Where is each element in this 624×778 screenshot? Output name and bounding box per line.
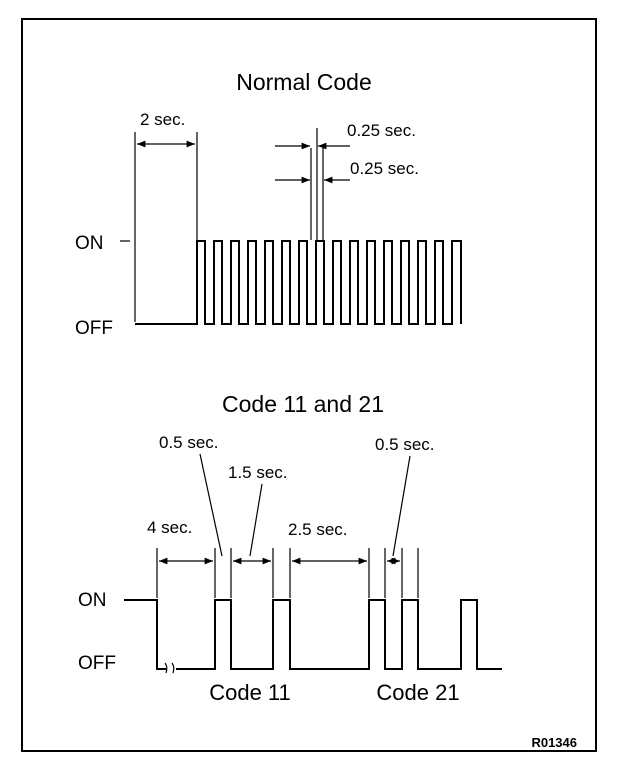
code-15-leader: [249, 483, 263, 557]
normal-code-title: Normal Code: [236, 69, 372, 95]
code-4sec-label: 4 sec.: [147, 518, 192, 537]
normal-code-waveform: [135, 240, 462, 325]
normal-off-duration-label: 0.25 sec.: [350, 159, 419, 178]
code-11-21-title: Code 11 and 21: [222, 391, 384, 417]
code-05b-label: 0.5 sec.: [375, 435, 435, 454]
code-waveform-start: [124, 599, 166, 670]
time-break-mark: [164, 662, 175, 674]
code-05b-leader: [392, 455, 411, 557]
code-21-label: Code 21: [376, 680, 459, 705]
normal-2sec-label: 2 sec.: [140, 110, 185, 129]
diagram-frame: [21, 18, 597, 752]
normal-on-label: ON: [75, 233, 104, 254]
code-25-label: 2.5 sec.: [288, 520, 348, 539]
normal-on-duration-label: 0.25 sec.: [347, 121, 416, 140]
reference-id: R01346: [531, 735, 577, 750]
code-waveform: [176, 599, 502, 670]
code-off-label: OFF: [78, 653, 116, 674]
normal-off-label: OFF: [75, 318, 113, 339]
code-15-label: 1.5 sec.: [228, 463, 288, 482]
code-05a-leader: [199, 453, 223, 557]
code-on-label: ON: [78, 590, 107, 611]
code-11-label: Code 11: [209, 680, 291, 705]
code-05a-label: 0.5 sec.: [159, 433, 219, 452]
